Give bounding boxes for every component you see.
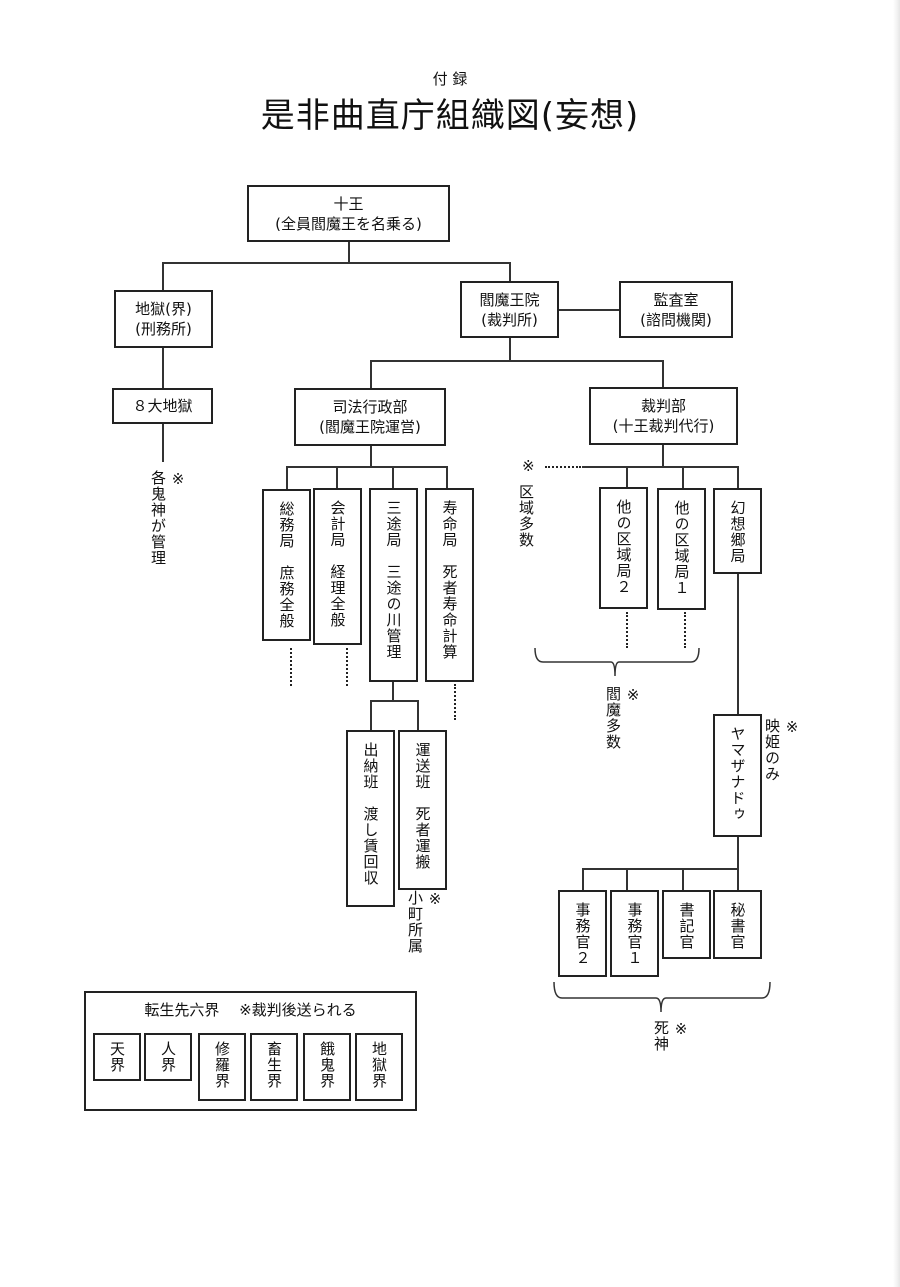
brace-shinigami bbox=[553, 981, 771, 1013]
node-saiban-bu: 裁判部 (十王裁判代行) bbox=[589, 387, 738, 445]
node-hishokan: 秘書官 bbox=[713, 890, 762, 959]
node-hachi-daijigoku-label: ８大地獄 bbox=[132, 397, 193, 415]
node-soumu: 総務局 庶務全般 bbox=[262, 489, 311, 641]
realm-shurakai: 修羅界 bbox=[198, 1033, 246, 1101]
node-suitou: 出納班 渡し賃回収 bbox=[346, 730, 395, 907]
brace-enma bbox=[534, 647, 700, 677]
note-kuiki: 区域多数 bbox=[517, 484, 535, 548]
node-jigoku-line1: 地獄(界) bbox=[135, 300, 192, 318]
node-jimukan-1: 事務官１ bbox=[610, 890, 659, 977]
realm-chikushoukai-label: 畜生界 bbox=[265, 1041, 283, 1089]
realm-tenkai-label: 天界 bbox=[108, 1041, 126, 1073]
node-other-district-1: 他の区域局１ bbox=[657, 488, 706, 610]
node-sanzu-label: 三途局 三途の川管理 bbox=[384, 500, 403, 660]
note-enma-tasuu: ※ 閻魔多数 bbox=[604, 686, 642, 750]
node-unsou: 運送班 死者運搬 bbox=[398, 730, 447, 890]
node-kansashitsu-line1: 監査室 bbox=[653, 290, 699, 309]
node-other-district-2: 他の区域局２ bbox=[599, 487, 648, 609]
node-kansashitsu: 監査室 (諮問機関) bbox=[619, 281, 733, 338]
node-jumyou-label: 寿命局 死者寿命計算 bbox=[440, 500, 459, 660]
rokkai-title: 転生先六界 ※裁判後送られる bbox=[144, 1001, 357, 1019]
note-shinigami: ※ 死神 bbox=[652, 1020, 690, 1052]
node-shokikan-label: 書記官 bbox=[677, 902, 696, 950]
node-other-district-1-label: 他の区域局１ bbox=[672, 500, 691, 596]
node-saiban-bu-line2: (十王裁判代行) bbox=[612, 417, 715, 435]
note-eiki-only: ※ 映姫のみ bbox=[763, 718, 801, 782]
realm-jigokukai: 地獄界 bbox=[355, 1033, 403, 1101]
node-shihou-gyousei-line2: (閻魔王院運営) bbox=[319, 418, 421, 436]
realm-gakikai-label: 餓鬼界 bbox=[318, 1041, 336, 1089]
node-jigoku: 地獄(界) (刑務所) bbox=[114, 290, 213, 348]
rokkai-panel: 転生先六界 ※裁判後送られる 天界 人界 修羅界 畜生界 餓鬼界 地獄界 bbox=[84, 991, 417, 1111]
node-yamaxanadu: ヤマザナドゥ bbox=[713, 714, 762, 837]
node-sanzu: 三途局 三途の川管理 bbox=[369, 488, 418, 682]
node-jimukan-1-label: 事務官１ bbox=[625, 902, 644, 966]
page-title: 是非曲直庁組織図(妄想) bbox=[260, 96, 640, 136]
node-saiban-bu-line1: 裁判部 bbox=[640, 397, 686, 415]
page-edge-shadow bbox=[893, 0, 900, 1287]
node-jimukan-2: 事務官２ bbox=[558, 890, 607, 977]
note-kishin: ※ 各鬼神が管理 bbox=[149, 470, 187, 566]
node-kaikei-label: 会計局 経理全般 bbox=[328, 500, 347, 628]
realm-shurakai-label: 修羅界 bbox=[213, 1041, 231, 1089]
node-gensoukyou-label: 幻想郷局 bbox=[728, 500, 747, 564]
note-kuiki-mark: ※ bbox=[522, 457, 535, 475]
node-juou-line1: 十王 bbox=[333, 194, 364, 213]
node-shihou-gyousei-line1: 司法行政部 bbox=[332, 398, 408, 416]
realm-jinkai: 人界 bbox=[144, 1033, 192, 1081]
node-kaikei: 会計局 経理全般 bbox=[313, 488, 362, 645]
node-juou-line2: (全員閻魔王を名乗る) bbox=[275, 214, 422, 233]
realm-tenkai: 天界 bbox=[93, 1033, 141, 1081]
node-unsou-label: 運送班 死者運搬 bbox=[413, 742, 432, 870]
node-jigoku-line2: (刑務所) bbox=[135, 320, 192, 338]
node-shokikan: 書記官 bbox=[662, 890, 711, 959]
realm-jigokukai-label: 地獄界 bbox=[370, 1041, 388, 1089]
node-yamaxanadu-label: ヤマザナドゥ bbox=[728, 726, 747, 822]
node-enmaouin-line1: 閻魔王院 bbox=[479, 290, 540, 309]
subtitle: 付 録 bbox=[432, 70, 468, 88]
node-hishokan-label: 秘書官 bbox=[728, 902, 747, 950]
node-shihou-gyousei: 司法行政部 (閻魔王院運営) bbox=[294, 388, 446, 446]
node-kansashitsu-line2: (諮問機関) bbox=[640, 310, 712, 329]
node-jimukan-2-label: 事務官２ bbox=[573, 902, 592, 966]
node-gensoukyou: 幻想郷局 bbox=[713, 488, 762, 574]
node-hachi-daijigoku: ８大地獄 bbox=[112, 388, 213, 424]
node-enmaouin-line2: (裁判所) bbox=[481, 310, 538, 329]
node-enmaouin: 閻魔王院 (裁判所) bbox=[460, 281, 559, 338]
realm-chikushoukai: 畜生界 bbox=[250, 1033, 298, 1101]
node-soumu-label: 総務局 庶務全般 bbox=[277, 501, 296, 629]
node-suitou-label: 出納班 渡し賃回収 bbox=[361, 742, 380, 886]
node-jumyou: 寿命局 死者寿命計算 bbox=[425, 488, 474, 682]
note-komachi: ※ 小町所属 bbox=[406, 890, 444, 954]
realm-gakikai: 餓鬼界 bbox=[303, 1033, 351, 1101]
node-other-district-2-label: 他の区域局２ bbox=[614, 499, 633, 595]
realm-jinkai-label: 人界 bbox=[159, 1041, 177, 1073]
node-juou: 十王 (全員閻魔王を名乗る) bbox=[247, 185, 450, 242]
